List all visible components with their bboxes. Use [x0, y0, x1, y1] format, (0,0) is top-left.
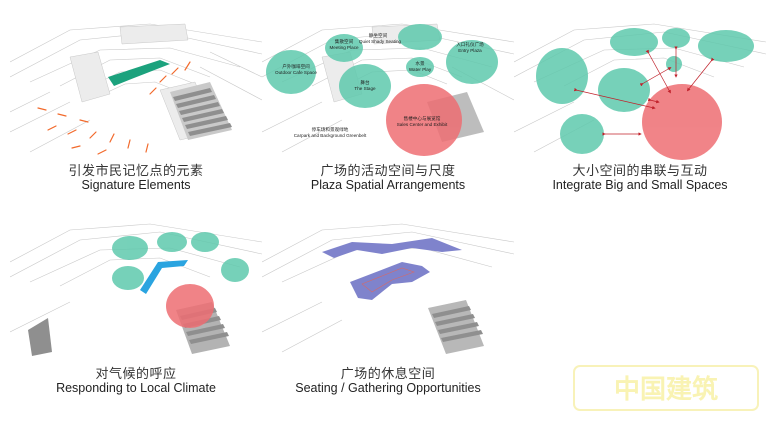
zone-5 — [221, 258, 249, 282]
caption-en: Signature Elements — [81, 178, 191, 192]
label-cafe-cn: 户外咖啡空间 — [282, 63, 310, 70]
small-space-6 — [666, 56, 682, 72]
caption-5: 广场的休息空间 Seating / Gathering Opportunitie… — [262, 366, 514, 396]
zone-outdoor-cafe — [266, 50, 316, 94]
zone-2 — [157, 232, 187, 252]
caption-4: 对气候的呼应 Responding to Local Climate — [10, 366, 262, 396]
label-stage-cn: 舞台 — [360, 79, 370, 86]
label-water-cn: 水景 — [415, 60, 425, 67]
caption-cn: 广场的活动空间与尺度 — [320, 163, 456, 178]
site-linework — [262, 223, 514, 353]
label-quiet-seating-en: Quiet Shady Seating — [359, 39, 402, 44]
zone-labels: 静坐空间 Quiet Shady Seating 集散空间 Meeting Pl… — [275, 32, 484, 138]
arrow-7 — [647, 97, 660, 104]
zone-meeting-place — [325, 34, 363, 62]
site-diagram-2: 静坐空间 Quiet Shady Seating 集散空间 Meeting Pl… — [262, 23, 514, 156]
zone-quiet-shady-seating — [398, 24, 442, 50]
caption-en: Responding to Local Climate — [56, 381, 216, 395]
site-diagram-5 — [262, 223, 514, 354]
caption-cn: 对气候的呼应 — [95, 366, 177, 381]
zone-entry-plaza — [446, 40, 498, 84]
stairs-terrace — [170, 82, 232, 140]
label-entry-en: Entry Plaza — [458, 48, 482, 53]
label-carpark-cn: 停车场和景观绿地 — [312, 126, 349, 133]
panel-signature-elements — [10, 22, 262, 162]
small-space-7 — [560, 114, 604, 154]
zone-4 — [112, 266, 144, 290]
arrow-1 — [573, 87, 656, 110]
caption-en: Seating / Gathering Opportunities — [295, 381, 481, 395]
panel-plaza-spatial-arrangements: 静坐空间 Quiet Shady Seating 集散空间 Meeting Pl… — [262, 22, 514, 162]
orange-memory-marks — [37, 61, 191, 155]
label-sales-en: Sales Center and Exhibit — [397, 122, 448, 127]
activity-zones — [266, 24, 498, 156]
caption-cn: 广场的休息空间 — [340, 366, 436, 381]
climate-zones — [112, 232, 249, 328]
site-diagram-3 — [514, 23, 766, 160]
link-arrows — [573, 46, 715, 136]
label-sales-cn: 售楼中心与展览馆 — [404, 115, 441, 122]
label-entry-cn: 入口礼仪广场 — [456, 41, 484, 48]
panel-local-climate — [10, 222, 262, 362]
zone-building — [166, 284, 214, 328]
caption-2: 广场的活动空间与尺度 Plaza Spatial Arrangements — [262, 163, 514, 193]
caption-cn: 大小空间的串联与互动 — [572, 163, 708, 178]
arrow-4 — [686, 57, 715, 92]
arrow-5 — [639, 67, 672, 87]
panel-integrate-spaces — [514, 22, 766, 162]
label-water-en: Water Play — [409, 67, 432, 72]
seating-edge — [361, 267, 415, 293]
seating-band — [322, 238, 462, 258]
small-space-1 — [536, 48, 588, 104]
label-meeting-cn: 集散空间 — [335, 38, 354, 45]
watermark-logo: 中国建筑 — [568, 358, 764, 420]
zone-3 — [191, 232, 219, 252]
label-carpark-en: Carpark and Background Greenbelt — [294, 133, 367, 138]
label-cafe-en: Outdoor Cafe Space — [275, 70, 317, 75]
shade-structure — [140, 260, 188, 294]
small-space-3 — [662, 28, 690, 48]
small-space-2 — [610, 28, 658, 56]
stairs-terrace — [428, 300, 484, 354]
caption-cn: 引发市民记忆点的元素 — [68, 163, 204, 178]
caption-en: Integrate Big and Small Spaces — [552, 178, 728, 192]
zone-the-stage — [339, 64, 391, 108]
small-space-4 — [698, 30, 754, 62]
caption-en: Plaza Spatial Arrangements — [310, 178, 466, 192]
zone-water-play — [406, 57, 434, 77]
zone-sales-center — [386, 84, 462, 156]
watermark-text: 中国建筑 — [614, 374, 718, 405]
signature-green-element — [108, 60, 170, 86]
big-space — [642, 84, 722, 160]
caption-1: 引发市民记忆点的元素 Signature Elements — [10, 163, 262, 193]
caption-3: 大小空间的串联与互动 Integrate Big and Small Space… — [514, 163, 766, 193]
site-diagram-4 — [10, 223, 262, 356]
site-diagram-1 — [10, 23, 262, 155]
label-meeting-en: Meeting Place — [329, 45, 359, 50]
label-quiet-seating-cn: 静坐空间 — [369, 32, 388, 39]
label-stage-en: The Stage — [354, 86, 376, 91]
zone-1 — [112, 236, 148, 260]
panel-seating-gathering — [262, 222, 514, 362]
